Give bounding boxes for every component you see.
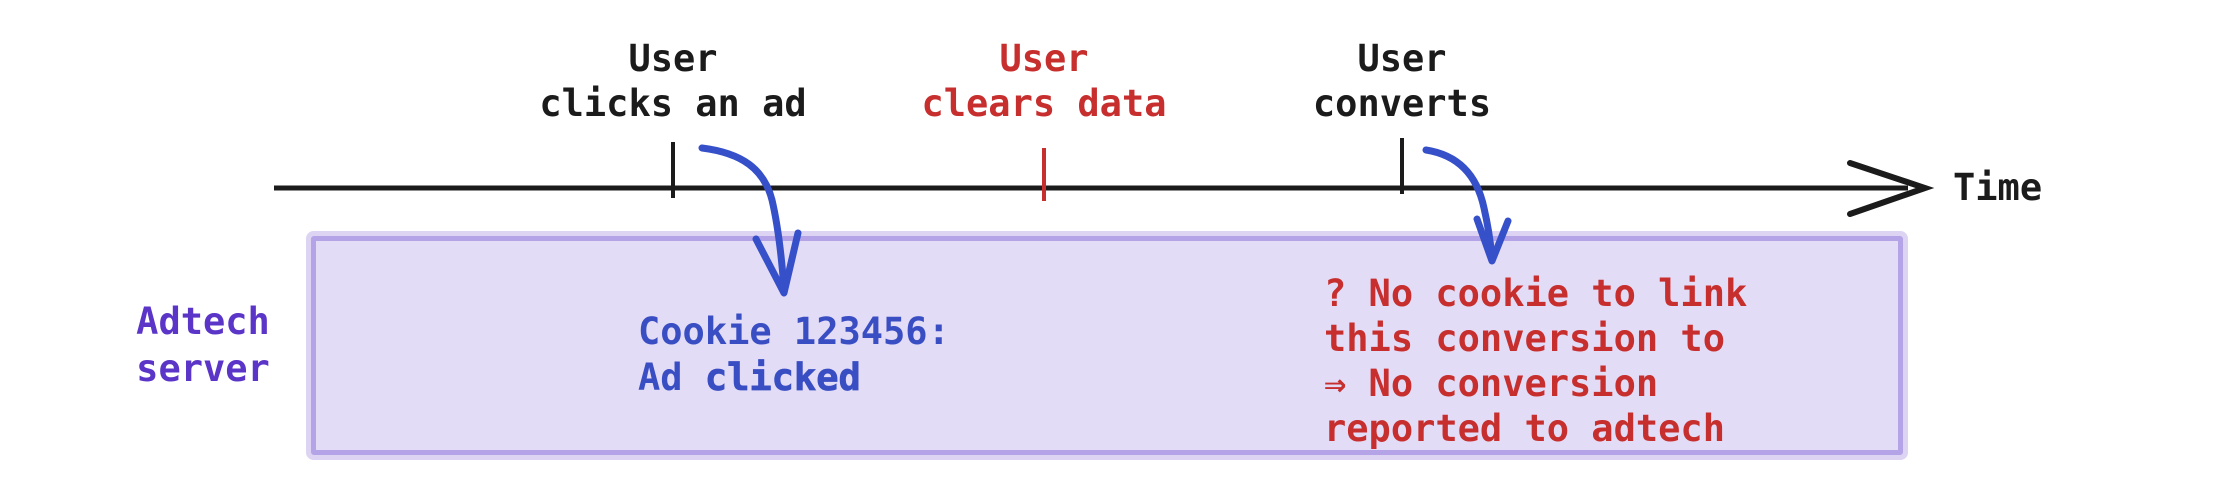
time-axis-label: Time [1953, 166, 2043, 209]
no-conversion-note-line: ? No cookie to link [1324, 272, 1748, 315]
no-conversion-note-line: reported to adtech [1324, 407, 1725, 450]
cookie-note-clicked: clicked [704, 356, 861, 400]
cookie-note-line: Ad clicked [638, 355, 950, 401]
adtech-server-label-line: server [136, 347, 270, 390]
cookie-logged-note: Cookie 123456: Ad clicked [638, 309, 950, 401]
event-label-line: clicks an ad [539, 82, 807, 125]
adtech-server-label-line: Adtech [136, 300, 270, 343]
no-conversion-note-line: this conversion to [1324, 317, 1725, 360]
adtech-server-box [311, 236, 1903, 455]
no-conversion-note-line: ⇒ No conversion [1324, 362, 1659, 405]
no-conversion-note: ? No cookie to link this conversion to ⇒… [1324, 271, 1747, 451]
event-label-line: clears data [921, 82, 1167, 125]
adtech-server-label: Adtech server [136, 298, 270, 392]
cookie-note-line: Cookie 123456: [638, 310, 950, 353]
event-label-user-clears-data: User clears data [921, 36, 1166, 126]
event-label-line: User [1357, 37, 1447, 80]
event-label-user-converts: User converts [1313, 36, 1491, 126]
event-label-line: converts [1312, 82, 1492, 125]
time-axis-arrowhead-icon [1847, 160, 1935, 217]
event-label-line: User [999, 37, 1089, 80]
cookie-note-ad: Ad [638, 356, 705, 399]
event-label-line: User [628, 37, 718, 80]
event-label-user-clicks-ad: User clicks an ad [539, 36, 806, 126]
